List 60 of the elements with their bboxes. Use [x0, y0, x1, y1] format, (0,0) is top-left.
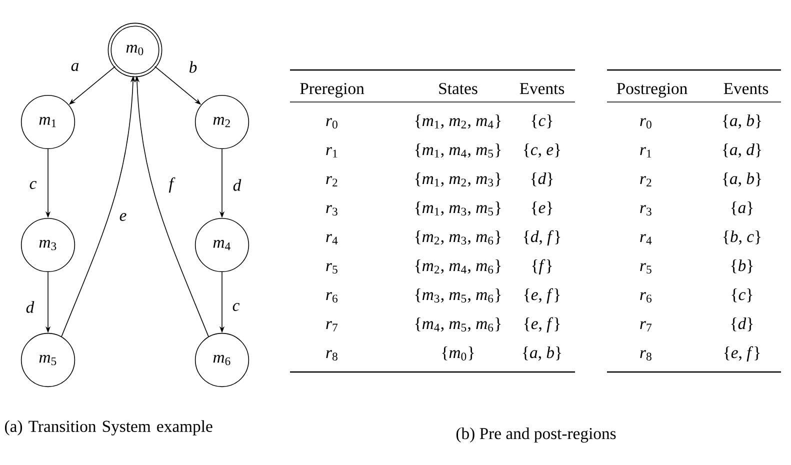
table-cell: {a, b}	[523, 346, 561, 361]
table-cell: r$_{6}$	[640, 292, 652, 302]
table-cell: r$_{2}$	[326, 176, 338, 186]
table-cell: {a, b}	[723, 114, 761, 129]
table-cell: {m$_{4}$, m$_{5}$, m$_{6}$}	[415, 317, 501, 332]
table-cell: {d}	[531, 172, 553, 186]
table-cell: {e, f}	[524, 288, 560, 304]
column-header: Postregion	[616, 82, 688, 98]
edge-label: d	[26, 301, 34, 313]
table-cell: {e, f}	[524, 317, 560, 333]
column-header: Events	[520, 83, 564, 94]
table-cell: r$_{0}$	[326, 118, 338, 128]
edge-label: d	[233, 179, 242, 191]
edge-label: c	[232, 303, 240, 312]
column-header: Preregion	[300, 82, 364, 98]
table-cell: {e, f}	[724, 346, 760, 362]
table-cell: {c}	[532, 114, 552, 128]
table-cell: r$_{5}$	[326, 263, 338, 274]
edge-label: c	[30, 181, 37, 190]
table-cell: r$_{2}$	[640, 176, 652, 186]
table-cell: r$_{1}$	[640, 147, 652, 158]
table-cell: r$_{6}$	[326, 292, 338, 302]
table-cell: {m$_{1}$, m$_{4}$, m$_{5}$}	[415, 143, 501, 158]
edge-label: a	[71, 63, 79, 71]
caption: (b) Pre and post-regions	[456, 427, 616, 443]
table-cell: {f}	[532, 259, 552, 275]
table-cell: {a}	[731, 201, 753, 216]
table-cell: {m$_{0}$}	[442, 346, 474, 360]
table-cell: {m$_{1}$, m$_{2}$, m$_{3}$}	[415, 172, 501, 187]
edge-label: e	[120, 212, 126, 222]
table-cell: {a, d}	[723, 143, 761, 158]
table-cell: r$_{7}$	[326, 321, 338, 332]
table-cell: r$_{4}$	[640, 234, 652, 244]
table-cell: {m$_{1}$, m$_{3}$, m$_{5}$}	[415, 201, 501, 216]
edge-label: f	[168, 177, 176, 193]
table-cell: {e}	[532, 201, 552, 216]
table-cell: {m$_{2}$, m$_{4}$, m$_{6}$}	[415, 259, 501, 274]
table-cell: {m$_{2}$, m$_{3}$, m$_{6}$}	[415, 230, 501, 245]
edge-label: b	[189, 61, 197, 73]
table-cell: {d}	[731, 317, 753, 332]
table-cell: {b, c}	[723, 230, 761, 245]
table-cell: r$_{4}$	[326, 234, 338, 244]
column-header: Events	[724, 83, 768, 94]
column-header: States	[439, 82, 478, 94]
table-cell: {d, f}	[524, 230, 560, 246]
table-cell: {a, b}	[723, 172, 761, 187]
table-cell: r$_{1}$	[326, 147, 338, 158]
table-cell: r$_{8}$	[640, 350, 652, 360]
table-cell: {m$_{1}$, m$_{2}$, m$_{4}$}	[415, 114, 501, 129]
table-cell: r$_{0}$	[640, 118, 652, 128]
table-cell: r$_{5}$	[640, 263, 652, 274]
table-cell: {c}	[732, 288, 752, 302]
table-cell: r$_{7}$	[640, 321, 652, 332]
table-cell: {c, e}	[524, 143, 560, 158]
table-cell: r$_{3}$	[640, 205, 652, 216]
table-cell: {b}	[731, 259, 753, 274]
table-cell: r$_{3}$	[326, 205, 338, 216]
table-cell: r$_{8}$	[326, 350, 338, 360]
table-cell: {m$_{3}$, m$_{5}$, m$_{6}$}	[415, 288, 501, 303]
caption: (a) Transition System example	[5, 420, 212, 436]
